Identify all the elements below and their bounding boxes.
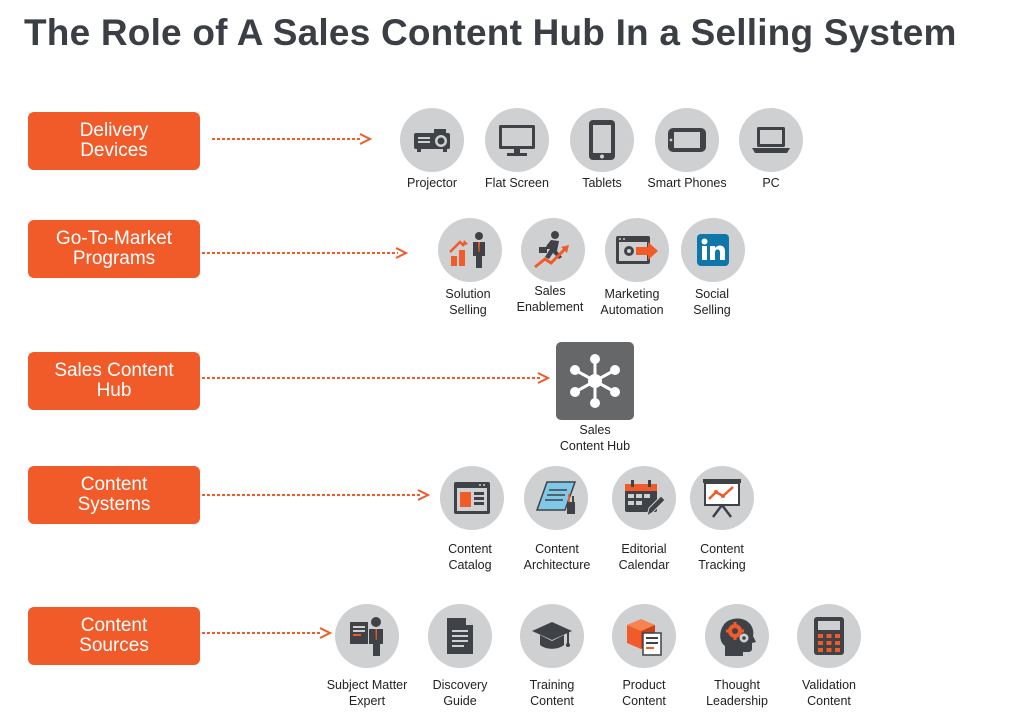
tablet-icon	[570, 108, 634, 172]
item-caption: Solution Selling	[445, 287, 491, 317]
tracking-chart-icon	[690, 466, 754, 530]
item-caption: Projector	[406, 176, 458, 190]
smart-phone-icon	[655, 108, 719, 172]
row-arrow	[202, 247, 409, 259]
projector-icon	[400, 108, 464, 172]
item-caption: Subject Matter Expert	[326, 678, 408, 708]
item-caption: Product Content	[622, 678, 666, 708]
row-arrow	[202, 489, 431, 501]
item-caption: PC	[762, 176, 780, 190]
product-box-icon	[612, 604, 676, 668]
calculator-icon	[797, 604, 861, 668]
item-caption: Sales Content Hub	[559, 423, 631, 453]
flat-screen-icon	[485, 108, 549, 172]
laptop-icon	[739, 108, 803, 172]
item-caption: Discovery Guide	[432, 678, 488, 708]
document-icon	[428, 604, 492, 668]
content-catalog-icon	[440, 466, 504, 530]
row-label-sales-content-hub: Sales Content Hub	[28, 352, 200, 410]
row-arrow	[202, 372, 551, 384]
graduation-cap-icon	[520, 604, 584, 668]
expert-icon	[335, 604, 399, 668]
row-arrow	[202, 627, 333, 639]
row-label-delivery-devices: Delivery Devices	[28, 112, 200, 170]
item-caption: Marketing Automation	[600, 287, 664, 317]
marketing-automation-icon	[605, 218, 669, 282]
row-arrow	[212, 133, 373, 145]
item-caption: Social Selling	[693, 287, 731, 317]
item-caption: Content Architecture	[523, 542, 591, 572]
item-caption: Editorial Calendar	[618, 542, 670, 572]
calendar-icon	[612, 466, 676, 530]
item-caption: Sales Enablement	[516, 284, 584, 314]
linkedin-icon	[681, 218, 745, 282]
solution-selling-icon	[438, 218, 502, 282]
sales-enablement-icon	[521, 218, 585, 282]
row-label-content-systems: Content Systems	[28, 466, 200, 524]
hub-network-icon	[556, 342, 634, 420]
item-caption: Thought Leadership	[706, 678, 768, 708]
item-caption: Flat Screen	[485, 176, 549, 190]
head-gears-icon	[705, 604, 769, 668]
page-title: The Role of A Sales Content Hub In a Sel…	[24, 12, 957, 53]
item-caption: Content Catalog	[448, 542, 492, 572]
item-caption: Content Tracking	[698, 542, 746, 572]
row-label-content-sources: Content Sources	[28, 607, 200, 665]
item-caption: Smart Phones	[647, 176, 727, 190]
content-architecture-icon	[524, 466, 588, 530]
item-caption: Tablets	[582, 176, 622, 190]
item-caption: Validation Content	[802, 678, 856, 708]
item-caption: Training Content	[529, 678, 575, 708]
row-label-go-to-market-programs: Go-To-Market Programs	[28, 220, 200, 278]
